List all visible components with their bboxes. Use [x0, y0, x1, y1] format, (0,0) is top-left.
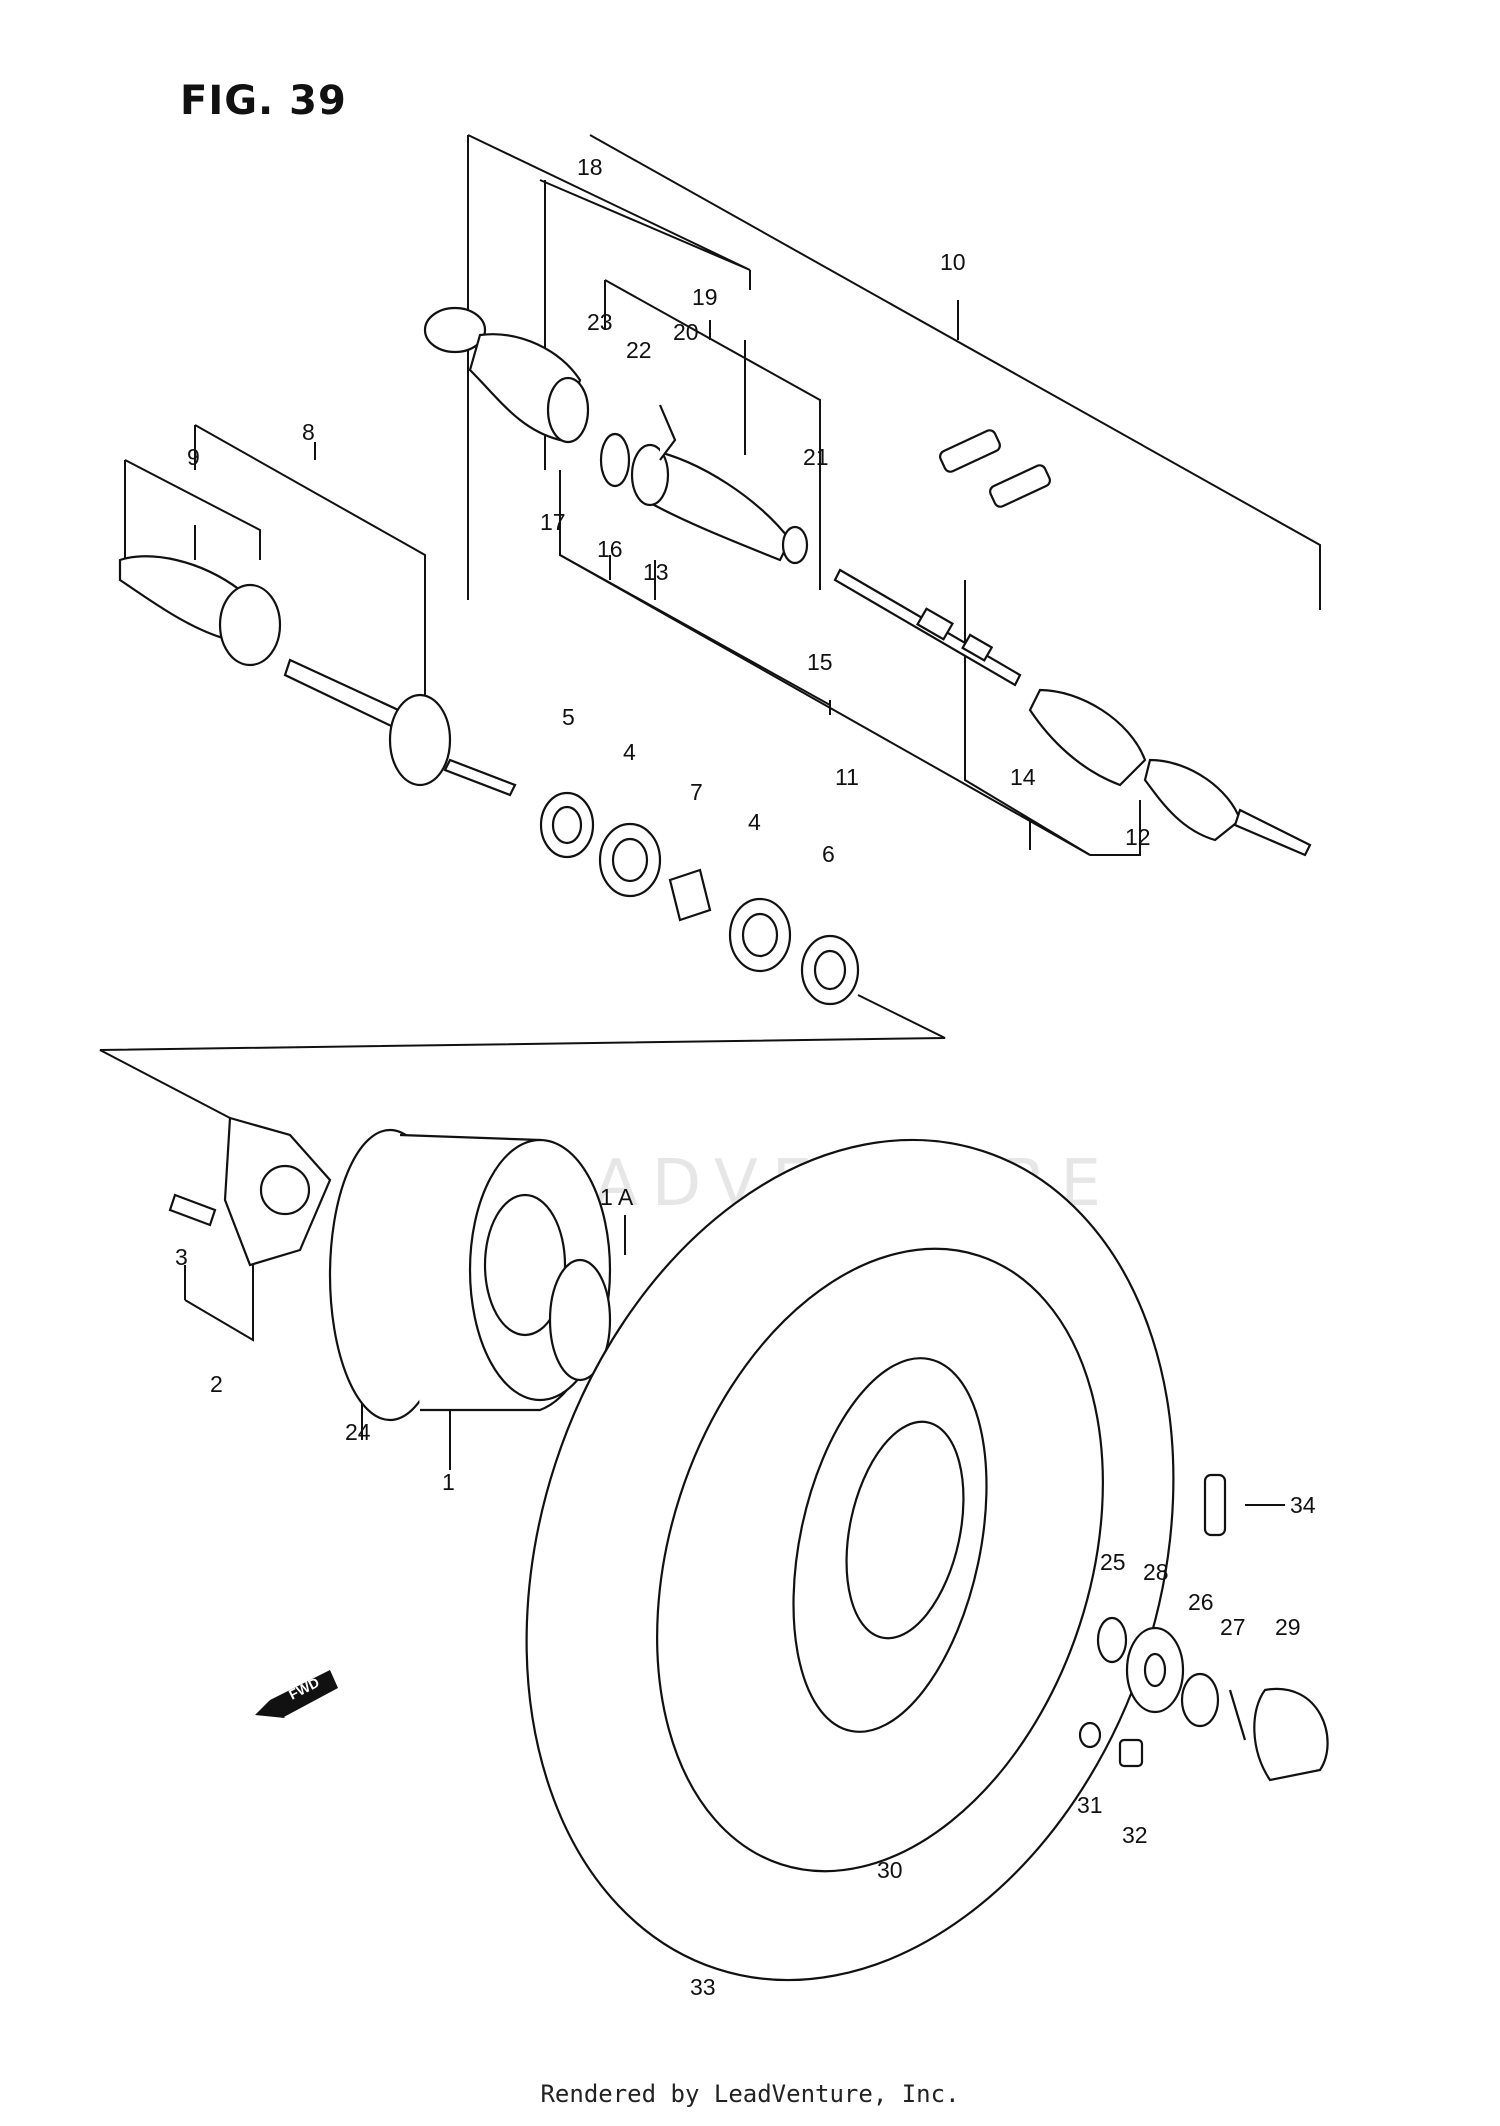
callout-17: 17 [540, 509, 566, 535]
callout-33: 33 [690, 1974, 716, 2000]
callout-22: 22 [626, 337, 652, 363]
drive-shaft [833, 429, 1312, 857]
callout-7: 7 [690, 779, 703, 805]
callout-4b: 4 [748, 809, 761, 835]
callout-34: 34 [1290, 1492, 1316, 1518]
callout-27: 27 [1220, 1614, 1246, 1640]
callout-5: 5 [562, 704, 575, 730]
footer-credit: Rendered by LeadVenture, Inc. [540, 2080, 960, 2108]
callout-10: 10 [940, 249, 966, 275]
callout-19: 19 [692, 284, 718, 310]
callout-1a: 1 A [600, 1184, 634, 1210]
callout-21: 21 [803, 444, 829, 470]
hub-and-bolt [168, 1116, 332, 1267]
callout-12: 12 [1125, 824, 1151, 850]
callout-20: 20 [673, 319, 699, 345]
callout-11: 11 [835, 764, 859, 790]
callout-3: 3 [175, 1244, 188, 1270]
left-axle-assembly [118, 555, 517, 797]
callout-18: 18 [577, 154, 603, 180]
outer-cv-joint-boot-upper [423, 306, 590, 444]
callout-6: 6 [822, 841, 835, 867]
inner-boot-assembly [599, 404, 809, 565]
callout-26: 26 [1188, 1589, 1214, 1615]
callout-8: 8 [302, 419, 315, 445]
callout-28: 28 [1143, 1559, 1169, 1585]
callout-4a: 4 [623, 739, 636, 765]
callout-2: 2 [210, 1371, 223, 1397]
callout-9: 9 [187, 444, 200, 470]
callout-14: 14 [1010, 764, 1036, 790]
callout-29: 29 [1275, 1614, 1301, 1640]
callout-1: 1 [442, 1469, 455, 1495]
tire [525, 1138, 1175, 1982]
callout-13: 13 [643, 559, 669, 585]
callout-23: 23 [587, 309, 613, 335]
callout-15: 15 [807, 649, 833, 675]
wheel-rim [328, 1128, 612, 1422]
callout-30: 30 [877, 1857, 903, 1883]
callout-25: 25 [1100, 1549, 1126, 1575]
callout-labels: 18 10 19 23 22 20 21 8 9 17 16 13 15 11 … [175, 154, 1316, 2000]
callout-32: 32 [1122, 1822, 1148, 1848]
valve-and-hardware [1078, 1473, 1329, 1782]
figure-title: FIG. 39 [180, 78, 347, 124]
callout-31: 31 [1077, 1792, 1103, 1818]
bearings-and-seals [539, 791, 860, 1006]
fwd-direction-arrow: FWD [255, 1670, 338, 1718]
callout-16: 16 [597, 536, 623, 562]
callout-24: 24 [345, 1419, 371, 1445]
